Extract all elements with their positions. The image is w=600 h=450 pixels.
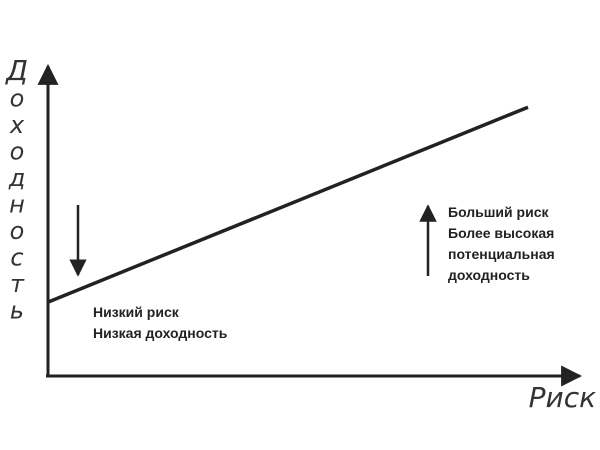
y-axis-label-letter: ь xyxy=(10,297,24,325)
y-axis-label-letter: о xyxy=(10,217,25,245)
y-axis-label-letter: н xyxy=(9,191,25,219)
y-axis-label-letter: д xyxy=(8,164,26,192)
y-axis-label-letter: о xyxy=(10,138,25,166)
series-line-0 xyxy=(47,105,529,304)
y-axis-label-letter: т xyxy=(10,270,25,298)
low-risk-label: Низкий риск xyxy=(93,304,180,320)
higher-return-label-line2: потенциальная xyxy=(448,246,555,262)
x-axis-label: Риск xyxy=(529,381,596,414)
y-axis-label-letter: о xyxy=(10,85,25,113)
higher-return-label-line1: Более высокая xyxy=(448,225,554,241)
y-axis-label-letter: с xyxy=(10,244,23,272)
y-axis-label-letter: Д xyxy=(4,54,28,87)
higher-risk-label: Больший риск xyxy=(448,204,549,220)
y-axis-label-letter: х xyxy=(9,111,25,139)
higher-return-label-line3: доходность xyxy=(448,267,530,283)
series-layer xyxy=(47,105,529,304)
low-return-label: Низкая доходность xyxy=(93,325,228,341)
